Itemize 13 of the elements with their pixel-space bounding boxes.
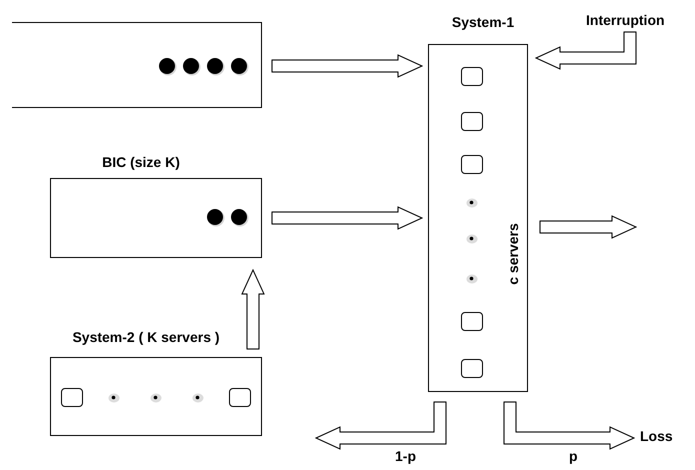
block-arrow — [534, 32, 636, 70]
box-heading: BIC (size K) — [101, 153, 181, 171]
edge-label: 1-p — [393, 448, 418, 464]
block-arrow — [314, 402, 446, 450]
vertical-label: c servers — [504, 222, 522, 287]
box-heading: System-1 — [450, 13, 516, 31]
block-arrow — [272, 206, 424, 230]
block-arrow — [540, 215, 638, 239]
box-heading: System-2 ( K servers ) — [71, 328, 221, 346]
queue-box — [12, 22, 262, 108]
block-arrow — [272, 54, 424, 78]
block-arrow — [241, 268, 265, 350]
block-arrow — [504, 402, 636, 450]
